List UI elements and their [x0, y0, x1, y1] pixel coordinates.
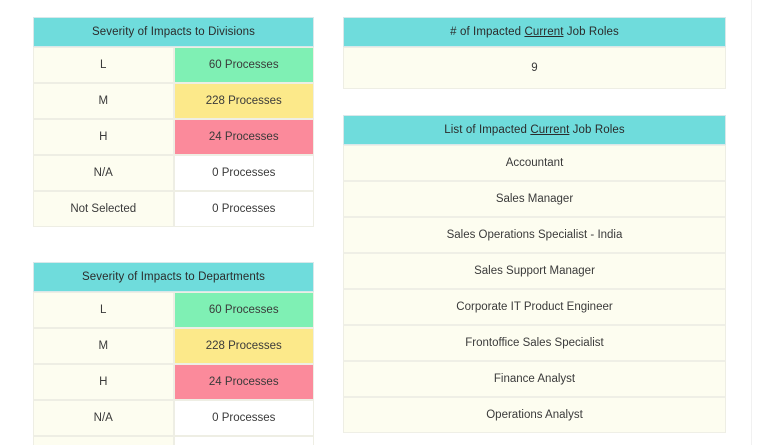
table-header-row: Severity of Impacts to Departments	[33, 262, 314, 292]
job-role-name: Operations Analyst	[343, 397, 726, 433]
table-row[interactable]: 9	[343, 47, 726, 89]
table-row[interactable]: L 60 Processes	[33, 47, 314, 83]
list-item[interactable]: Finance Analyst	[343, 361, 726, 397]
list-item[interactable]: Sales Operations Specialist - India	[343, 217, 726, 253]
severity-label: H	[33, 119, 174, 155]
table-header-row: # of Impacted Current Job Roles	[343, 17, 726, 47]
table-header-row: Severity of Impacts to Divisions	[33, 17, 314, 47]
impacted-roles-list-body: List of Impacted Current Job Roles Accou…	[343, 115, 726, 433]
severity-value: 24 Processes	[173, 364, 314, 400]
severity-label: L	[33, 292, 174, 328]
severity-label: M	[33, 83, 174, 119]
table-header-row: List of Impacted Current Job Roles	[343, 115, 726, 145]
table-row[interactable]: Not Selected 0 Processes	[33, 191, 314, 227]
title-underlined-word: Current	[530, 124, 570, 136]
table-row[interactable]: N/A 0 Processes	[33, 400, 314, 436]
list-item[interactable]: Corporate IT Product Engineer	[343, 289, 726, 325]
list-item[interactable]: Frontoffice Sales Specialist	[343, 325, 726, 361]
impacted-roles-list-card: List of Impacted Current Job Roles Accou…	[343, 115, 726, 433]
table-row[interactable]: M 228 Processes	[33, 83, 314, 119]
title-prefix: List of Impacted	[444, 124, 531, 136]
table-row-clipped[interactable]	[33, 436, 314, 445]
table-row[interactable]: L 60 Processes	[33, 292, 314, 328]
impacted-roles-list-title: List of Impacted Current Job Roles	[343, 115, 726, 145]
severity-departments-table: Severity of Impacts to Departments L 60 …	[33, 262, 314, 445]
severity-label: Not Selected	[33, 191, 174, 227]
job-role-name: Sales Support Manager	[343, 253, 726, 289]
list-item[interactable]: Operations Analyst	[343, 397, 726, 433]
severity-divisions-card: Severity of Impacts to Divisions L 60 Pr…	[33, 17, 314, 227]
severity-divisions-title: Severity of Impacts to Divisions	[33, 17, 314, 47]
title-suffix: Job Roles	[563, 26, 619, 38]
table-row[interactable]: M 228 Processes	[33, 328, 314, 364]
severity-value: 60 Processes	[173, 292, 314, 328]
panel-divider	[751, 0, 752, 445]
job-role-name: Frontoffice Sales Specialist	[343, 325, 726, 361]
impacted-roles-count-card: # of Impacted Current Job Roles 9	[343, 17, 726, 89]
list-item[interactable]: Sales Manager	[343, 181, 726, 217]
severity-label: N/A	[33, 400, 174, 436]
severity-departments-body: Severity of Impacts to Departments L 60 …	[33, 262, 314, 445]
severity-divisions-table: Severity of Impacts to Divisions L 60 Pr…	[33, 17, 314, 227]
job-role-name: Corporate IT Product Engineer	[343, 289, 726, 325]
severity-departments-title: Severity of Impacts to Departments	[33, 262, 314, 292]
impacted-roles-list-table: List of Impacted Current Job Roles Accou…	[343, 115, 726, 433]
job-role-name: Accountant	[343, 145, 726, 181]
severity-value	[173, 436, 314, 445]
severity-value: 228 Processes	[173, 328, 314, 364]
severity-value: 0 Processes	[173, 400, 314, 436]
job-role-name: Finance Analyst	[343, 361, 726, 397]
severity-label: N/A	[33, 155, 174, 191]
severity-value: 0 Processes	[173, 191, 314, 227]
severity-departments-card: Severity of Impacts to Departments L 60 …	[33, 262, 314, 445]
severity-value: 24 Processes	[173, 119, 314, 155]
list-item[interactable]: Accountant	[343, 145, 726, 181]
impacted-roles-count-title: # of Impacted Current Job Roles	[343, 17, 726, 47]
severity-label	[33, 436, 174, 445]
impacted-roles-count-body: # of Impacted Current Job Roles 9	[343, 17, 726, 89]
table-row[interactable]: N/A 0 Processes	[33, 155, 314, 191]
impacted-roles-count-value: 9	[343, 47, 726, 89]
severity-label: M	[33, 328, 174, 364]
severity-divisions-body: Severity of Impacts to Divisions L 60 Pr…	[33, 17, 314, 227]
title-suffix: Job Roles	[569, 124, 625, 136]
severity-label: H	[33, 364, 174, 400]
job-role-name: Sales Operations Specialist - India	[343, 217, 726, 253]
title-prefix: # of Impacted	[450, 26, 525, 38]
list-item[interactable]: Sales Support Manager	[343, 253, 726, 289]
severity-value: 0 Processes	[173, 155, 314, 191]
job-role-name: Sales Manager	[343, 181, 726, 217]
severity-label: L	[33, 47, 174, 83]
severity-value: 60 Processes	[173, 47, 314, 83]
impacted-roles-count-table: # of Impacted Current Job Roles 9	[343, 17, 726, 89]
table-row[interactable]: H 24 Processes	[33, 119, 314, 155]
table-row[interactable]: H 24 Processes	[33, 364, 314, 400]
severity-value: 228 Processes	[173, 83, 314, 119]
title-underlined-word: Current	[524, 26, 564, 38]
